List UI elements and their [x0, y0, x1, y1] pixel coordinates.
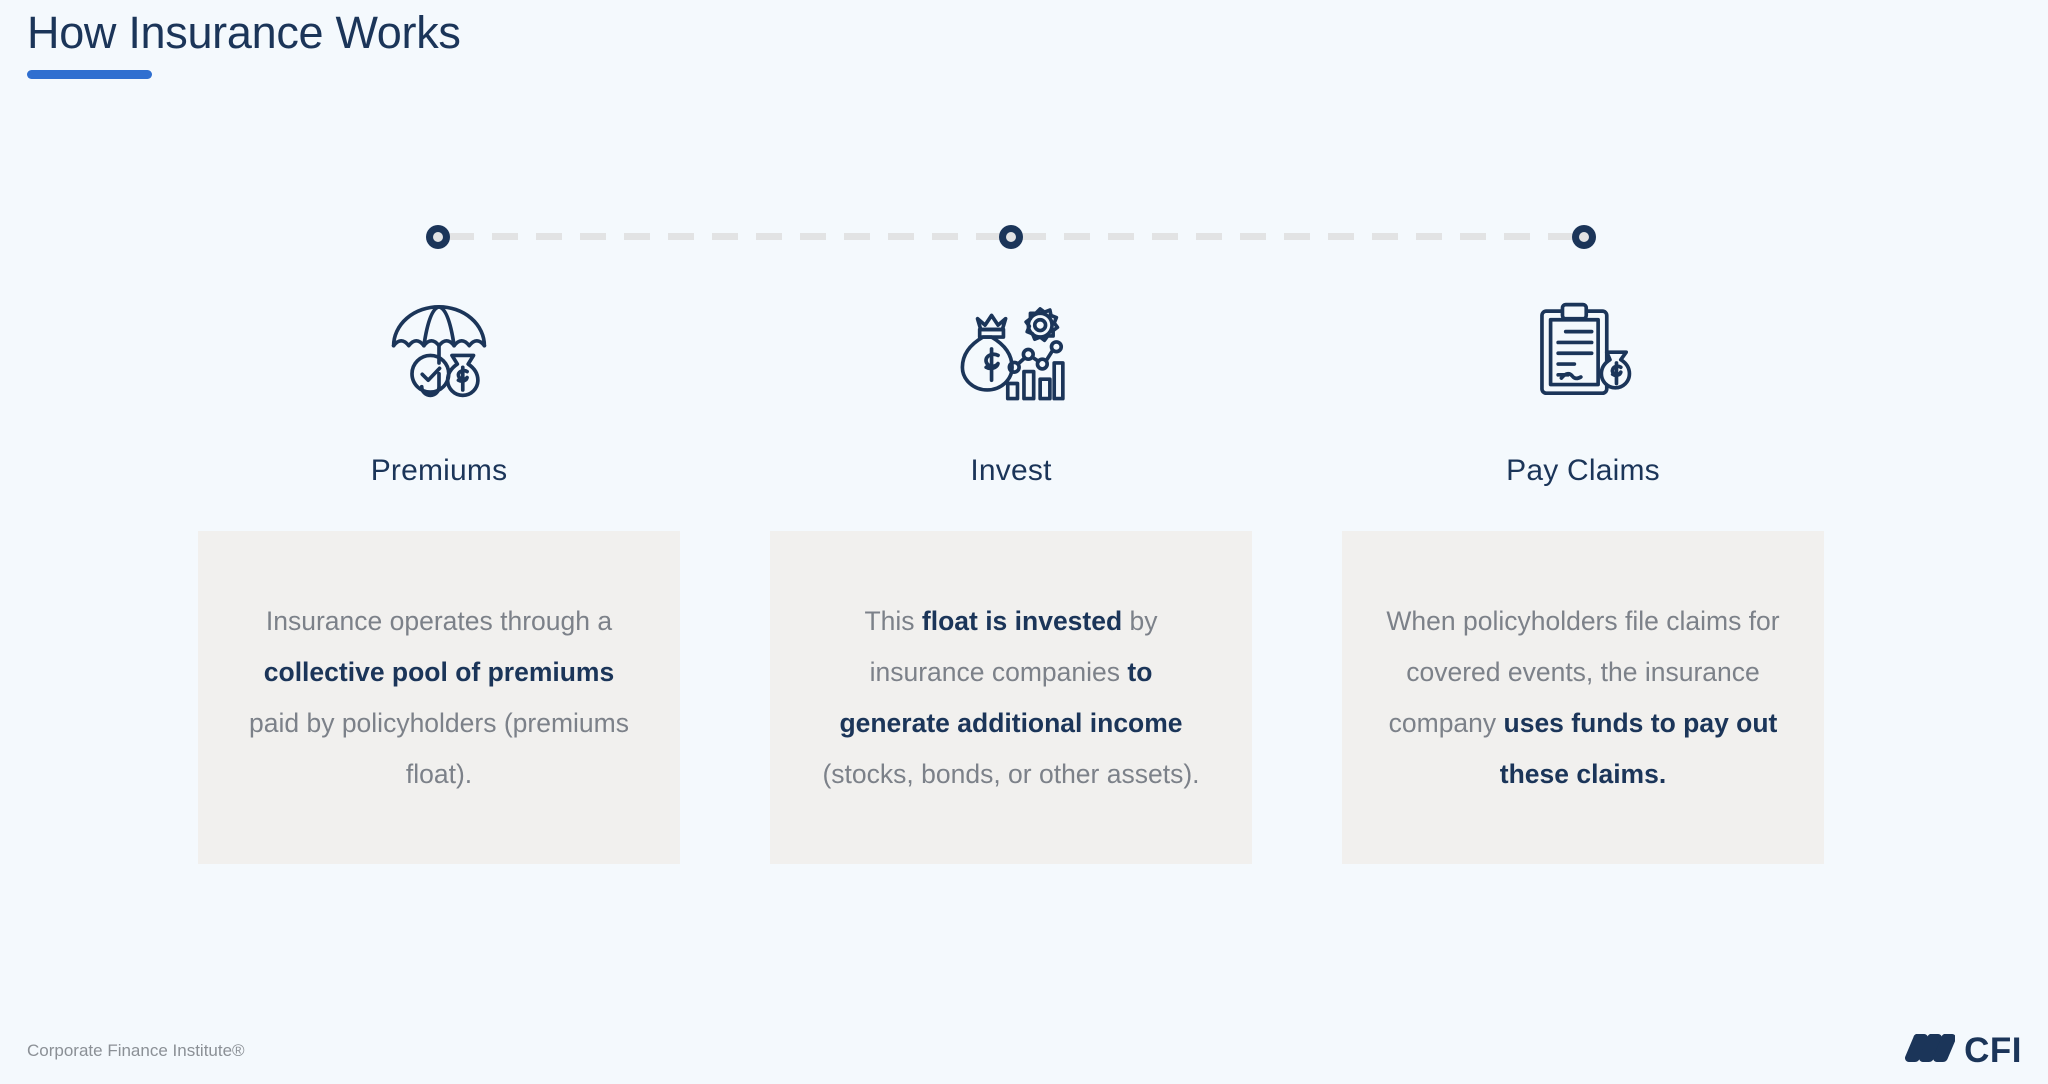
steps-container: Premiums Insurance operates through a co…	[198, 290, 1824, 864]
clipboard-claim-money-bag-icon	[1529, 290, 1637, 410]
timeline-dot-step-2	[999, 225, 1023, 249]
step-text-premiums: Insurance operates through a collective …	[249, 605, 629, 789]
title-underline-bar	[27, 69, 152, 79]
step-text-pay-claims: When policyholders file claims for cover…	[1386, 605, 1780, 789]
step-label-pay-claims: Pay Claims	[1506, 454, 1660, 487]
cfi-logo: CFI	[1903, 1032, 2022, 1069]
timeline-dot-step-3	[1572, 225, 1596, 249]
step-card-invest: This float is invested by insurance comp…	[770, 531, 1252, 864]
step-label-premiums: Premiums	[370, 454, 508, 487]
step-card-premiums: Insurance operates through a collective …	[198, 531, 680, 864]
step-column-invest: Invest This float is invested by insuran…	[770, 290, 1252, 864]
money-bag-gear-growth-chart-icon	[957, 290, 1065, 410]
page-title: How Insurance Works	[27, 7, 461, 58]
title-block: How Insurance Works	[27, 8, 461, 79]
step-label-invest: Invest	[970, 454, 1052, 487]
timeline	[426, 225, 1596, 249]
step-column-premiums: Premiums Insurance operates through a co…	[198, 290, 680, 864]
timeline-dot-step-1	[426, 225, 450, 249]
umbrella-checkmark-money-bag-icon	[385, 290, 493, 410]
footer-attribution: Corporate Finance Institute®	[27, 1041, 245, 1060]
step-column-pay-claims: Pay Claims When policyholders file claim…	[1342, 290, 1824, 864]
cfi-logo-text: CFI	[1964, 1031, 2022, 1070]
three-slanted-bars-icon	[1903, 1032, 1957, 1069]
step-text-invest: This float is invested by insurance comp…	[822, 605, 1200, 789]
step-card-pay-claims: When policyholders file claims for cover…	[1342, 531, 1824, 864]
